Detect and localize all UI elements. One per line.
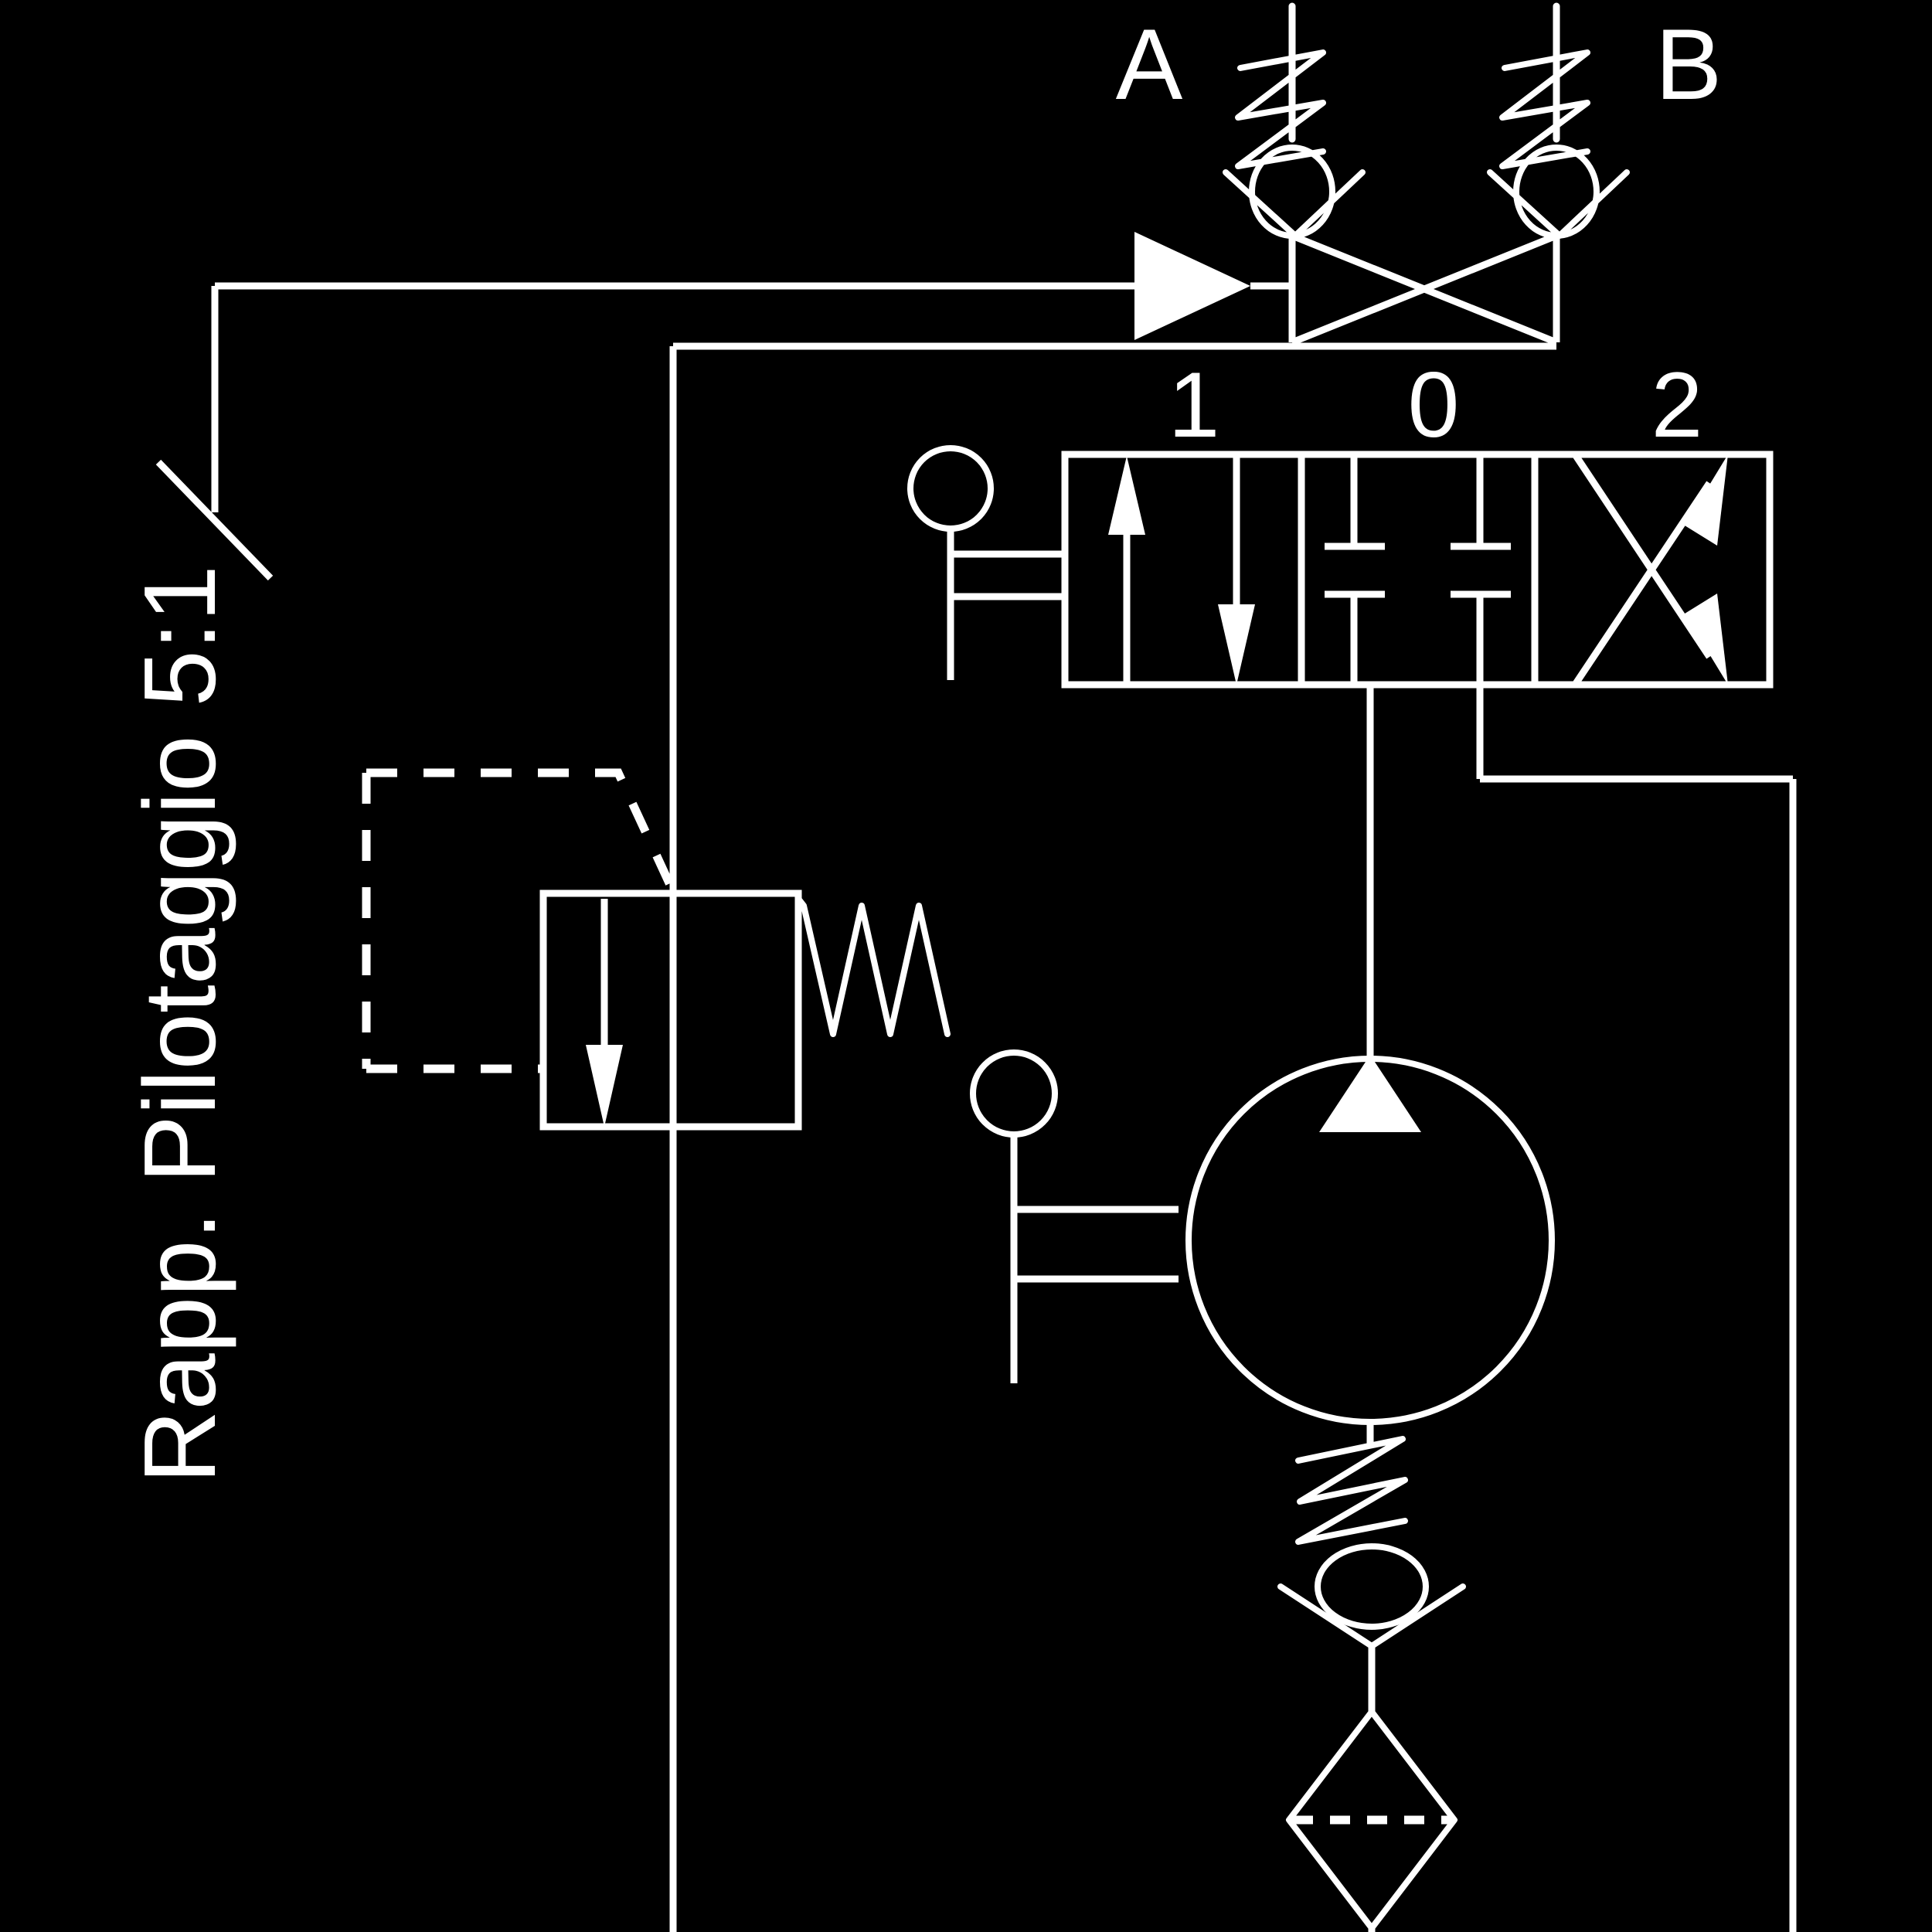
pilot-flow-arrow [1134,232,1250,340]
relief-valve-body[interactable] [539,889,802,1131]
check-valve-a [1223,2,1366,342]
suction-check-seat [1277,1583,1466,1649]
check-valve-b [1487,2,1630,342]
relief-valve-arrowhead [586,1045,623,1127]
valve-pos2-cross-line-1 [1572,481,1713,687]
valve-pos1-up-arrowhead [1108,456,1145,535]
valve-body-outline[interactable] [1061,451,1774,689]
check-valve-b-spring [1499,49,1590,169]
valve-pos2-cross-line-2 [1572,452,1713,659]
pressure-relief-valve[interactable] [539,889,951,1131]
check-valve-a-seat [1223,169,1366,239]
pump-actuator-button[interactable] [970,1049,1058,1138]
pump-pressure-line [669,342,1556,1932]
valve-position-0-symbol [1325,454,1511,685]
suction-check-ball [1315,1543,1429,1630]
label-leader-line [155,459,274,581]
pilot-supply-line [155,232,1294,581]
tank-return-line [1476,685,1797,1932]
crossover-line-2 [1291,232,1558,346]
relief-valve-spring [795,896,951,1037]
pilot-box-top-and-diagonal [366,768,679,899]
check-valve-b-ball [1513,145,1600,239]
valve-pos2-arrowhead-down [1685,594,1728,685]
valve-position-2-symbol [1572,452,1728,687]
valve-pos2-arrowhead-up [1685,454,1728,546]
relief-valve-pilot-box [362,768,679,1073]
directional-control-valve[interactable] [1061,451,1774,689]
check-valve-a-spring [1235,49,1326,169]
pilot-ratio-label: Rapp. Pilotaggio 5:1 [123,565,236,1484]
suction-check-valve [1277,1422,1466,1712]
valve-position-label-1: 1 [1168,353,1220,457]
valve-position-label-2: 2 [1651,353,1703,457]
valve-position-1-symbol [1108,454,1255,685]
port-label-a: A [1116,8,1183,121]
suction-filter [1286,1709,1458,1932]
valve-pos1-down-arrowhead [1218,604,1255,685]
port-label-b: B [1655,8,1723,121]
actuator-button-a[interactable] [907,445,994,532]
check-valve-b-seat [1487,169,1630,239]
suction-check-spring [1295,1436,1408,1545]
crossover-lines [1291,232,1558,346]
pump-manual-actuator[interactable] [970,1049,1179,1383]
pump-discharge-arrow [1319,1055,1421,1132]
check-valve-a-ball [1249,145,1335,239]
valve-position-label-0: 0 [1408,353,1460,457]
valve-manual-actuator[interactable] [907,445,1065,680]
hydraulic-pump[interactable] [1185,1055,1555,1425]
